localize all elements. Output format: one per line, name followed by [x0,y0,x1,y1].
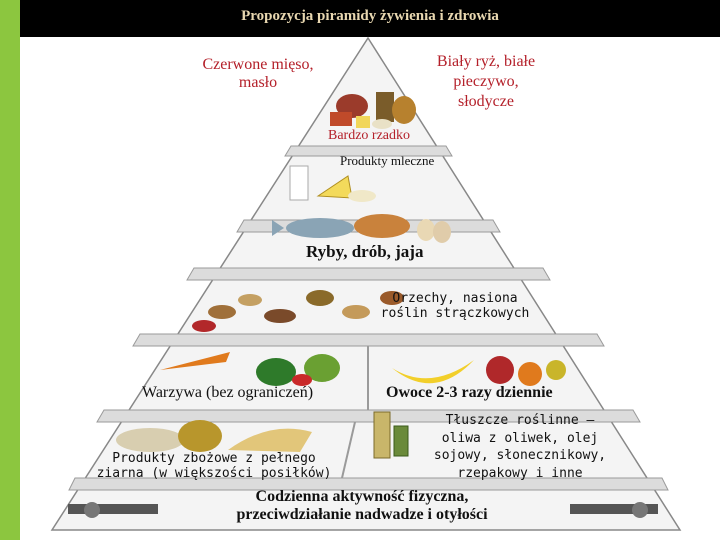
label-whole-grains: Produkty zbożowe z pełnego ziarna (w wię… [88,452,340,482]
label-vegetables: Warzywa (bez ograniczeń) [142,384,362,402]
label-nuts-legumes: Orzechy, nasiona roślin strączkowych [380,292,530,322]
tier-divider-4 [133,334,604,346]
label-red-meat-butter: Czerwone mięso, masło [198,56,318,93]
label-dairy: Produkty mleczne [340,154,490,169]
label-vegetable-oils: Tłuszcze roślinne – oliwa z oliwek, olej… [428,412,612,482]
label-physical-activity: Codzienna aktywność fizyczna, przeciwdzi… [212,488,512,525]
label-very-rarely: Bardzo rzadko [328,128,438,144]
label-fish-poultry-eggs: Ryby, drób, jaja [306,242,466,262]
label-white-rice-bread-sweets: Biały ryż, białe pieczywo, słodycze [436,52,536,112]
label-fruit: Owoce 2-3 razy dziennie [386,384,586,402]
tier-divider-3 [187,268,550,280]
